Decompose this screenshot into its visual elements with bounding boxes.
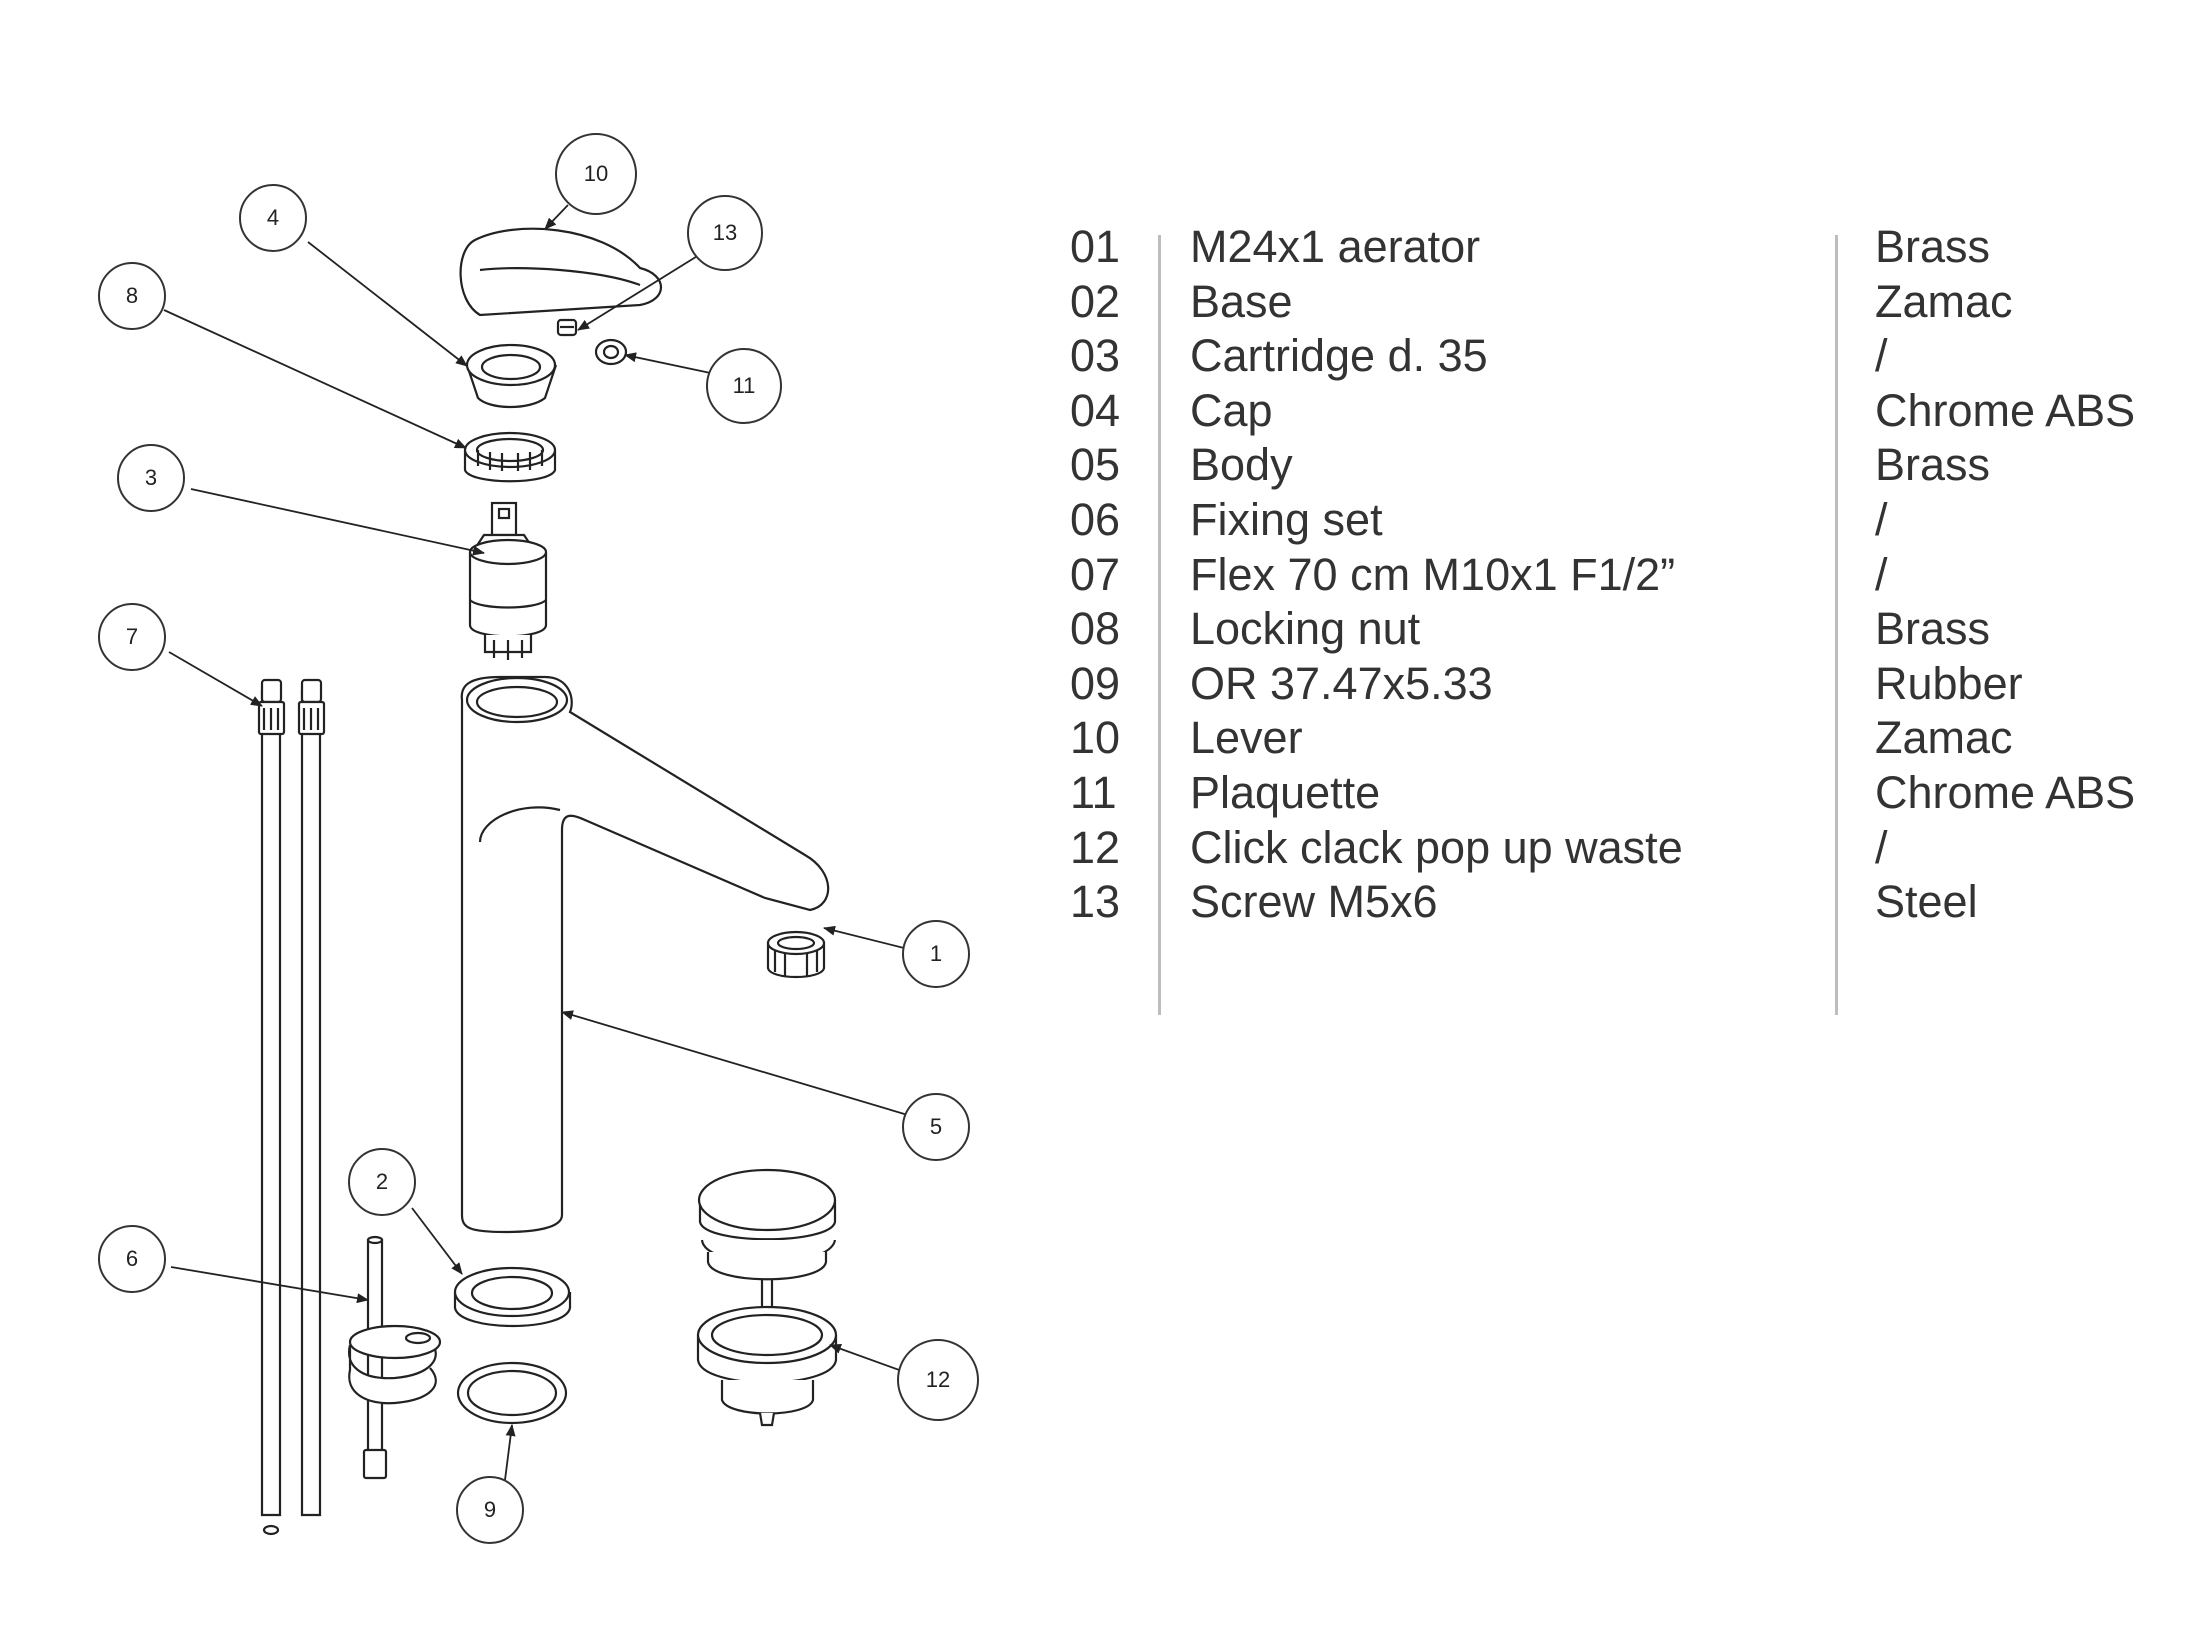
part-description: Locking nut [1190, 603, 1421, 655]
part-material: / [1875, 493, 1888, 545]
callout-2: 2 [376, 1169, 388, 1194]
part-number: 07 [1070, 548, 1121, 600]
callout-12: 12 [926, 1367, 950, 1392]
part-number: 12 [1070, 821, 1121, 873]
part-number-column: 01 02 03 04 05 06 07 08 09 10 11 12 13 [1070, 220, 1180, 930]
part-number: 09 [1070, 657, 1121, 709]
callout-9: 9 [484, 1497, 496, 1522]
part-locking-nut [463, 431, 557, 483]
part-description: Click clack pop up waste [1190, 821, 1683, 873]
part-material-column: Brass Zamac / Chrome ABS Brass / / Brass… [1875, 220, 2175, 930]
callout-7: 7 [126, 624, 138, 649]
part-description: Screw M5x6 [1190, 876, 1438, 928]
part-number: 04 [1070, 384, 1121, 436]
part-number: 13 [1070, 876, 1121, 928]
column-divider [1835, 235, 1838, 1015]
callout-10: 10 [584, 161, 608, 186]
part-pop-up-waste [696, 1168, 838, 1427]
part-screw [556, 318, 578, 337]
part-material: Chrome ABS [1875, 384, 2136, 436]
part-aerator [766, 930, 826, 978]
callout-1: 1 [930, 941, 942, 966]
part-description: Base [1190, 275, 1293, 327]
part-description: M24x1 aerator [1190, 221, 1481, 272]
part-number: 08 [1070, 603, 1121, 655]
part-description: Cartridge d. 35 [1190, 330, 1488, 382]
part-number: 11 [1070, 766, 1117, 818]
callout-3: 3 [145, 465, 157, 490]
part-material: Brass [1875, 603, 1991, 655]
part-material: Zamac [1875, 275, 2013, 327]
callout-6: 6 [126, 1246, 138, 1271]
column-divider [1158, 235, 1161, 1015]
part-material: Brass [1875, 221, 1991, 272]
callout-8: 8 [126, 283, 138, 308]
part-material: / [1875, 330, 1888, 382]
callout-5: 5 [930, 1114, 942, 1139]
part-number: 10 [1070, 712, 1121, 764]
part-description: Flex 70 cm M10x1 F1/2” [1190, 548, 1676, 600]
part-base [453, 1266, 572, 1327]
part-material: Chrome ABS [1875, 766, 2136, 818]
part-flex-hoses [257, 678, 326, 1536]
part-cap [465, 343, 558, 408]
callout-4: 4 [267, 205, 279, 230]
callout-11: 11 [733, 373, 756, 398]
part-material: Brass [1875, 439, 1991, 491]
part-description: Lever [1190, 712, 1303, 764]
part-cartridge [468, 501, 548, 660]
part-description: Body [1190, 439, 1293, 491]
part-material: / [1875, 821, 1888, 873]
callout-13: 13 [713, 220, 737, 245]
part-plaquette [594, 338, 628, 366]
part-o-ring [456, 1361, 568, 1425]
part-number: 01 [1070, 221, 1121, 272]
part-description: Fixing set [1190, 493, 1383, 545]
part-description: Plaquette [1190, 766, 1381, 818]
part-description: OR 37.47x5.33 [1190, 657, 1493, 709]
part-body [460, 675, 830, 1234]
parts-table: 01 02 03 04 05 06 07 08 09 10 11 12 13 M… [1070, 220, 2170, 1020]
part-material: / [1875, 548, 1888, 600]
part-number: 06 [1070, 493, 1121, 545]
part-fixing-set [347, 1235, 442, 1480]
part-description-column: M24x1 aerator Base Cartridge d. 35 Cap B… [1190, 220, 1790, 930]
part-number: 02 [1070, 275, 1121, 327]
part-number: 03 [1070, 330, 1121, 382]
part-material: Zamac [1875, 712, 2013, 764]
part-lever [459, 227, 663, 317]
part-description: Cap [1190, 384, 1273, 436]
part-material: Steel [1875, 876, 1978, 928]
part-number: 05 [1070, 439, 1121, 491]
part-material: Rubber [1875, 657, 2023, 709]
